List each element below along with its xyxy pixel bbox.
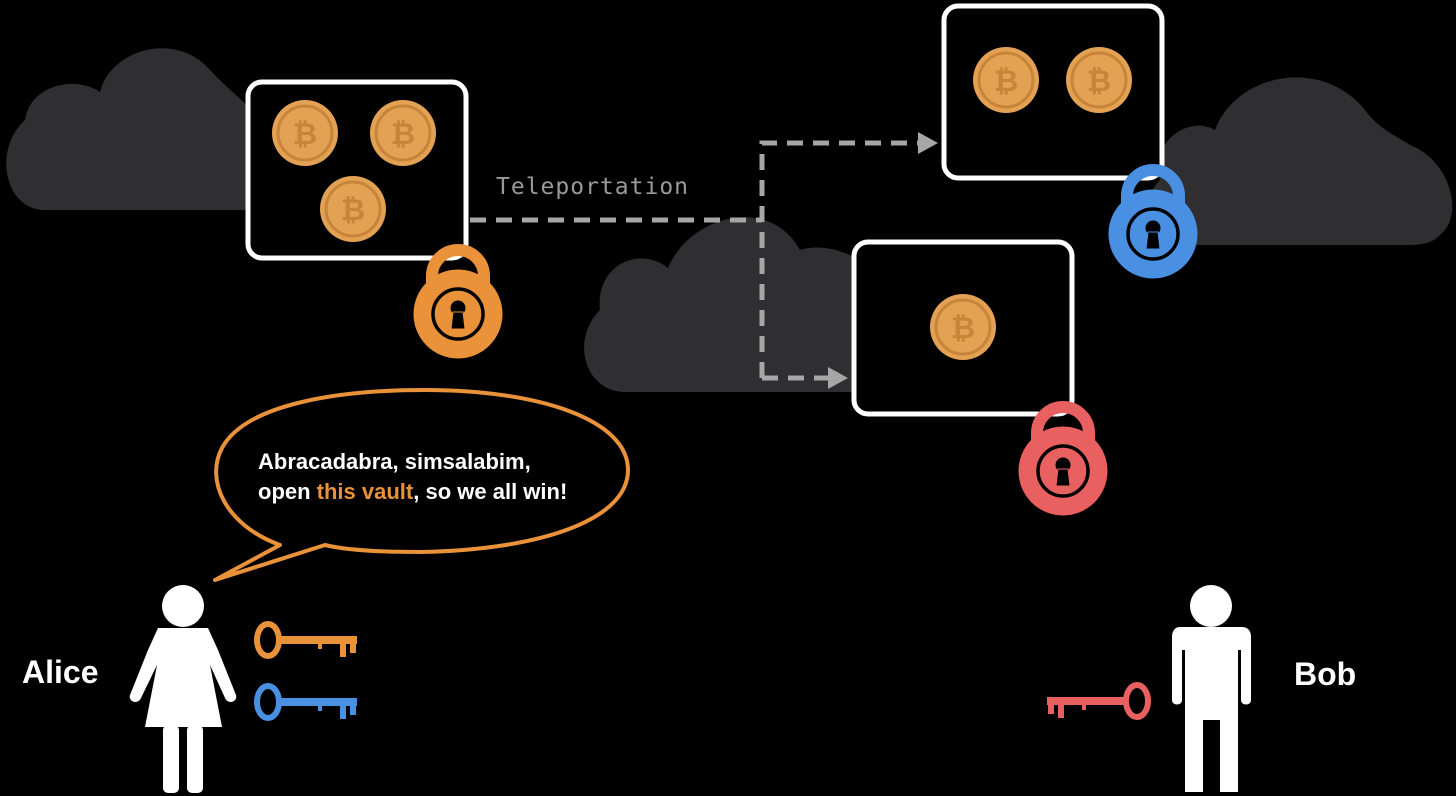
orange-padlock-icon [414,250,502,358]
teleportation-label: Teleportation [496,174,690,200]
alice-label: Alice [22,654,99,690]
bitcoin-coin-icon [928,292,998,362]
speech-text: Abracadabra, simsalabim, open this vault… [258,447,618,507]
teleport-arrows [470,140,922,381]
arrowhead-to-top-vault [918,132,938,154]
bob-label: Bob [1294,656,1357,692]
cloud-center [584,217,894,392]
bitcoin-coin-icon [971,45,1041,115]
cloud-right [1146,77,1453,246]
bitcoin-coin-icon [270,98,340,168]
alice-figure-icon [129,585,237,793]
speech-line-2-before: open [258,479,317,504]
speech-line-2-after: , so we all win! [413,479,568,504]
red-key-icon [1047,682,1151,720]
arrowhead-to-middle-vault [828,367,848,389]
bitcoin-coin-icon [368,98,438,168]
red-padlock-icon [1019,407,1107,515]
cloud-left [6,48,287,210]
speech-line-2: open this vault, so we all win! [258,477,618,507]
bitcoin-coin-icon [1064,45,1134,115]
bitcoin-coin-icon [318,174,388,244]
orange-key-icon [254,621,357,659]
speech-highlight: this vault [316,479,414,504]
blue-key-icon [254,683,357,721]
speech-bubble [213,388,630,582]
speech-line-1: Abracadabra, simsalabim, [258,449,531,474]
bob-figure-icon [1172,585,1251,792]
